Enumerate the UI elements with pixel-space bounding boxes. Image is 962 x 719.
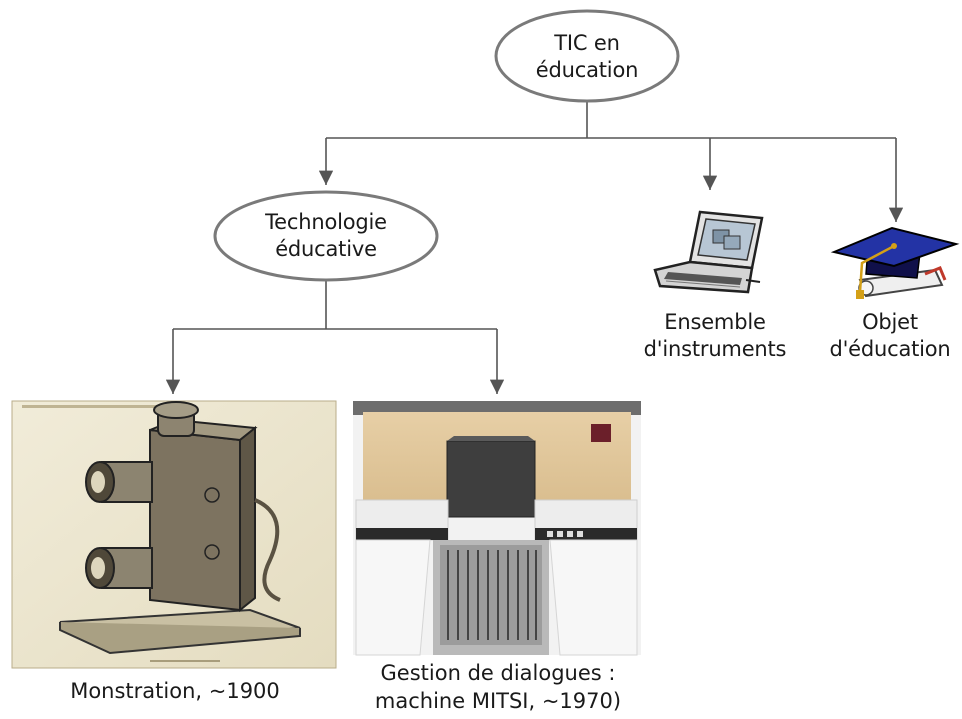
- objet-node-line2: d'éducation: [829, 337, 951, 361]
- technologie-node-line1: Technologie: [265, 210, 387, 234]
- instruments-node-line1: Ensemble: [664, 310, 766, 334]
- mitsi-image: [353, 401, 641, 656]
- technologie-node-line2: éducative: [275, 237, 377, 261]
- root-node-label: TIC en éducation: [507, 30, 667, 84]
- mitsi-caption: Gestion de dialogues : machine MITSI, ~1…: [348, 659, 648, 715]
- graduation-cap-diploma-icon: [830, 226, 960, 299]
- instruments-node-line2: d'instruments: [643, 337, 787, 361]
- objet-node-label: Objet d'éducation: [822, 309, 958, 363]
- root-node-line2: éducation: [535, 58, 639, 82]
- root-node-line1: TIC en: [554, 31, 620, 55]
- technologie-node-ellipse: [213, 190, 439, 282]
- monstration-caption: Monstration, ~1900: [70, 679, 280, 703]
- laptop-icon: [653, 210, 764, 294]
- connector-lines: [165, 102, 904, 394]
- root-node-ellipse: [494, 9, 680, 103]
- instruments-node-label: Ensemble d'instruments: [630, 309, 800, 363]
- mitsi-caption-line1: Gestion de dialogues :: [380, 661, 616, 685]
- monstration-image: [11, 400, 337, 669]
- mitsi-caption-line2: machine MITSI, ~1970): [374, 689, 622, 713]
- objet-node-line1: Objet: [862, 310, 918, 334]
- technologie-node-label: Technologie éducative: [226, 209, 426, 263]
